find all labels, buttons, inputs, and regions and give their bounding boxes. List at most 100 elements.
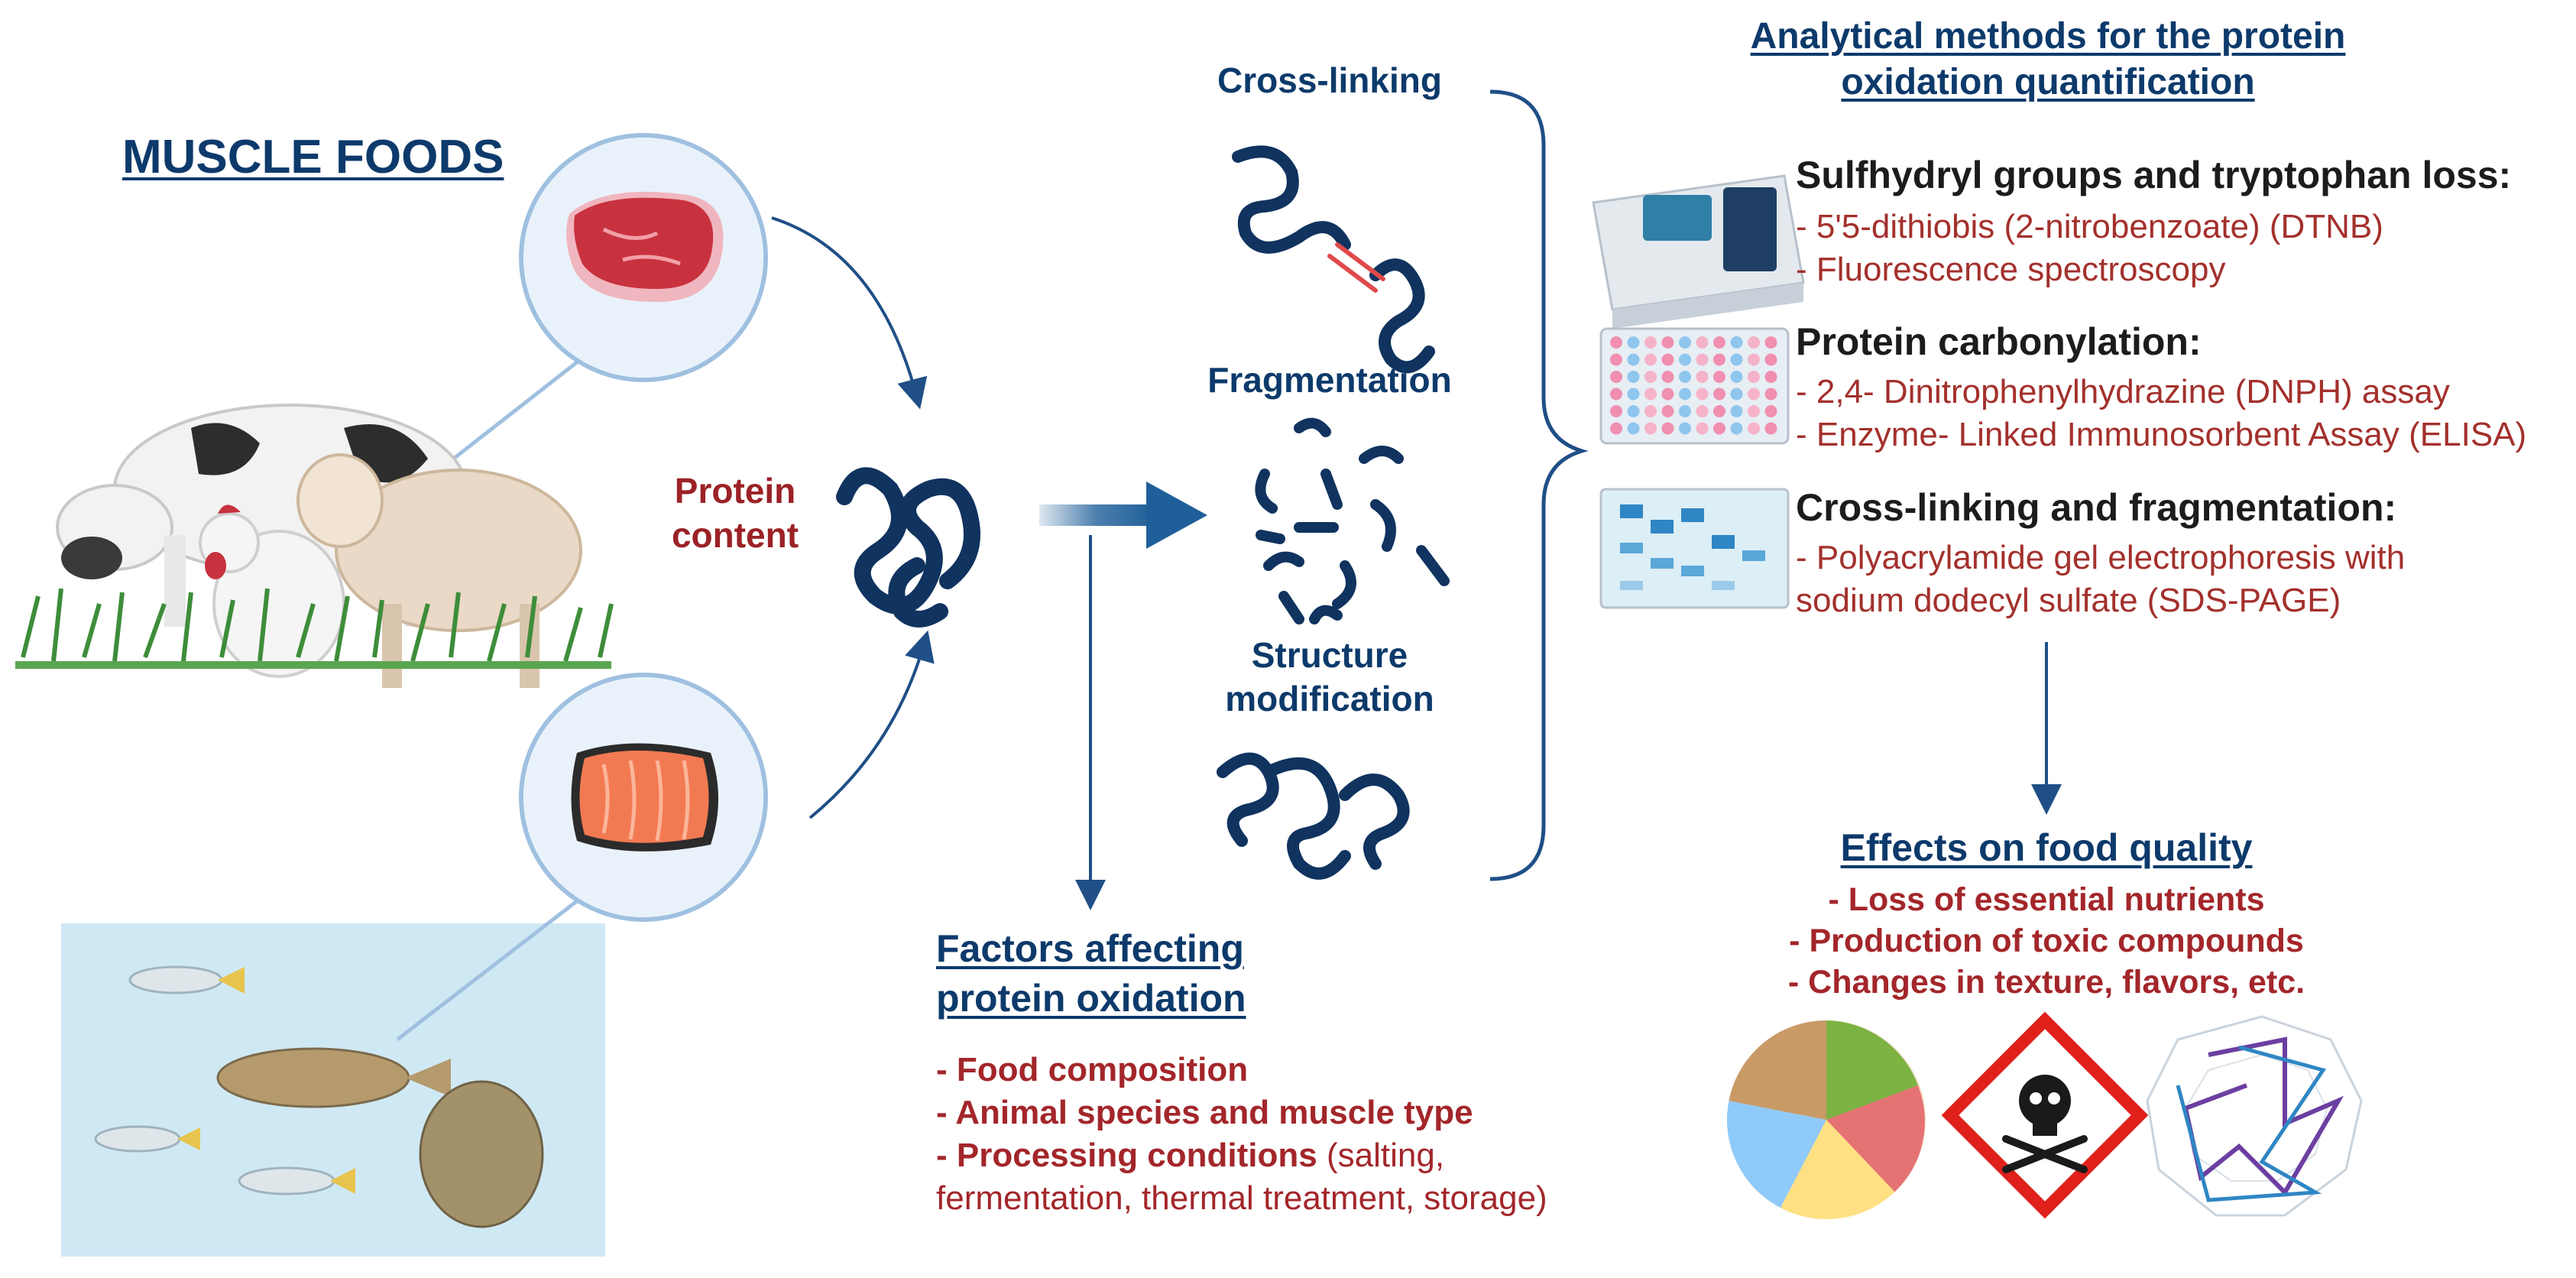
microplate-well	[1610, 405, 1622, 417]
microplate-well	[1696, 388, 1709, 401]
factors-title-line1: Factors affecting	[936, 927, 1244, 970]
microplate-well	[1696, 422, 1709, 435]
arrow-fish-to-protein	[808, 630, 935, 819]
carbonylation-method-1: - 2,4- Dinitrophenylhydrazine (DNPH) ass…	[1796, 373, 2450, 410]
sulfhydryl-method-2: - Fluorescence spectroscopy	[1796, 251, 2226, 288]
sulfhydryl-method-1: - 5'5-dithiobis (2-nitrobenzoate) (DTNB)	[1796, 208, 2383, 245]
microplate-well	[1610, 422, 1622, 435]
factor-item-3-continuation: fermentation, thermal treatment, storage…	[936, 1179, 1547, 1217]
cross-linking-label: Cross-linking	[1217, 60, 1442, 100]
microplate-well	[1627, 388, 1640, 401]
analytical-title-line2: oxidation quantification	[1841, 62, 2255, 102]
protein-content-line1: Protein	[674, 471, 796, 511]
microplate-well	[1644, 353, 1657, 366]
carbonylation-heading: Protein carbonylation:	[1796, 320, 2202, 363]
salmon-connector-line	[396, 897, 582, 1041]
microplate-well	[1661, 353, 1674, 366]
microplate-well	[1661, 336, 1674, 349]
microplate-well	[1644, 388, 1657, 401]
microplate-well	[1730, 422, 1743, 435]
effect-item-2: - Production of toxic compounds	[1789, 923, 2304, 959]
carbonylation-method-2: - Enzyme- Linked Immunosorbent Assay (EL…	[1796, 416, 2527, 453]
microplate-well	[1730, 371, 1743, 383]
protein-content-line2: content	[671, 515, 799, 555]
microplate-well	[1679, 353, 1691, 366]
factors-title-line2: protein oxidation	[936, 977, 1246, 1020]
factor-item-3: - Processing conditions (salting,	[936, 1137, 1445, 1174]
microplate-well	[1661, 405, 1674, 417]
structure-modification-icon	[1217, 752, 1410, 880]
crosslink-frag-method-2: sodium dodecyl sulfate (SDS-PAGE)	[1796, 582, 2341, 619]
muscle-foods-title: MUSCLE FOODS	[122, 131, 504, 183]
fragmentation-label: Fragmentation	[1207, 360, 1452, 400]
microplate-well	[1730, 336, 1743, 349]
structure-label-line2: modification	[1225, 679, 1434, 718]
protein-tangle-icon	[836, 467, 980, 628]
microplate-well	[1610, 353, 1622, 366]
crosslink-frag-heading: Cross-linking and fragmentation:	[1796, 486, 2397, 529]
effect-item-3: - Changes in texture, flavors, etc.	[1787, 964, 2305, 1001]
food-plate-icon	[1727, 1020, 1926, 1219]
microplate-well	[1764, 422, 1777, 435]
factor-item-1: - Food composition	[936, 1051, 1249, 1088]
microplate-well	[1627, 371, 1640, 383]
sheep-icon	[296, 453, 582, 688]
analytical-title-line1: Analytical methods for the protein	[1750, 16, 2346, 57]
chicken-icon	[199, 504, 345, 678]
microplate-well	[1748, 336, 1760, 349]
microplate-well	[1713, 336, 1725, 349]
microplate-well	[1764, 405, 1777, 417]
microplate-well	[1644, 422, 1657, 435]
arrow-meat-to-protein	[771, 216, 928, 410]
microplate-well	[1679, 422, 1691, 435]
microplate-well	[1730, 405, 1743, 417]
microplate-well	[1713, 422, 1725, 435]
microplate-well	[1644, 371, 1657, 383]
microplate-well	[1661, 388, 1674, 401]
microplate-well	[1696, 353, 1709, 366]
fragmentation-icon	[1255, 417, 1450, 624]
microplate-well	[1764, 336, 1777, 349]
microplate-well	[1644, 405, 1657, 417]
microplate-well	[1764, 371, 1777, 383]
microplate-well	[1627, 336, 1640, 349]
microplate-well	[1713, 388, 1725, 401]
factor-item-2: - Animal species and muscle type	[936, 1094, 1473, 1131]
meat-icon	[519, 133, 768, 382]
microplate-icon	[1599, 327, 1790, 445]
microplate-well	[1713, 353, 1725, 366]
sulfhydryl-heading: Sulfhydryl groups and tryptophan loss:	[1796, 154, 2512, 196]
microplate-well	[1696, 336, 1709, 349]
grass	[15, 588, 614, 669]
microplate-well	[1713, 405, 1725, 417]
microplate-well	[1748, 388, 1760, 401]
microplate-well	[1627, 405, 1640, 417]
microplate-well	[1627, 353, 1640, 366]
microplate-well	[1679, 405, 1691, 417]
microplate-well	[1661, 371, 1674, 383]
microplate-well	[1748, 371, 1760, 383]
microplate-well	[1713, 371, 1725, 383]
salmon-icon	[519, 673, 768, 922]
microplate-well	[1730, 388, 1743, 401]
microplate-well	[1696, 405, 1709, 417]
microplate-well	[1610, 371, 1622, 383]
fish-icon	[94, 965, 544, 1228]
microplate-well	[1730, 353, 1743, 366]
toxic-hazard-icon	[1941, 1011, 2149, 1219]
microplate-well	[1627, 422, 1640, 435]
microplate-well	[1610, 388, 1622, 401]
big-arrow-head	[1146, 482, 1207, 549]
microplate-well	[1679, 388, 1691, 401]
big-arrow-shaft	[1039, 504, 1154, 526]
microplate-well	[1748, 405, 1760, 417]
cross-linking-icon	[1232, 145, 1435, 374]
gel-icon	[1599, 488, 1790, 609]
microplate-well	[1748, 353, 1760, 366]
structure-label-line1: Structure	[1251, 635, 1408, 675]
microplate-well	[1644, 336, 1657, 349]
microplate-well	[1764, 388, 1777, 401]
microplate-well	[1679, 336, 1691, 349]
